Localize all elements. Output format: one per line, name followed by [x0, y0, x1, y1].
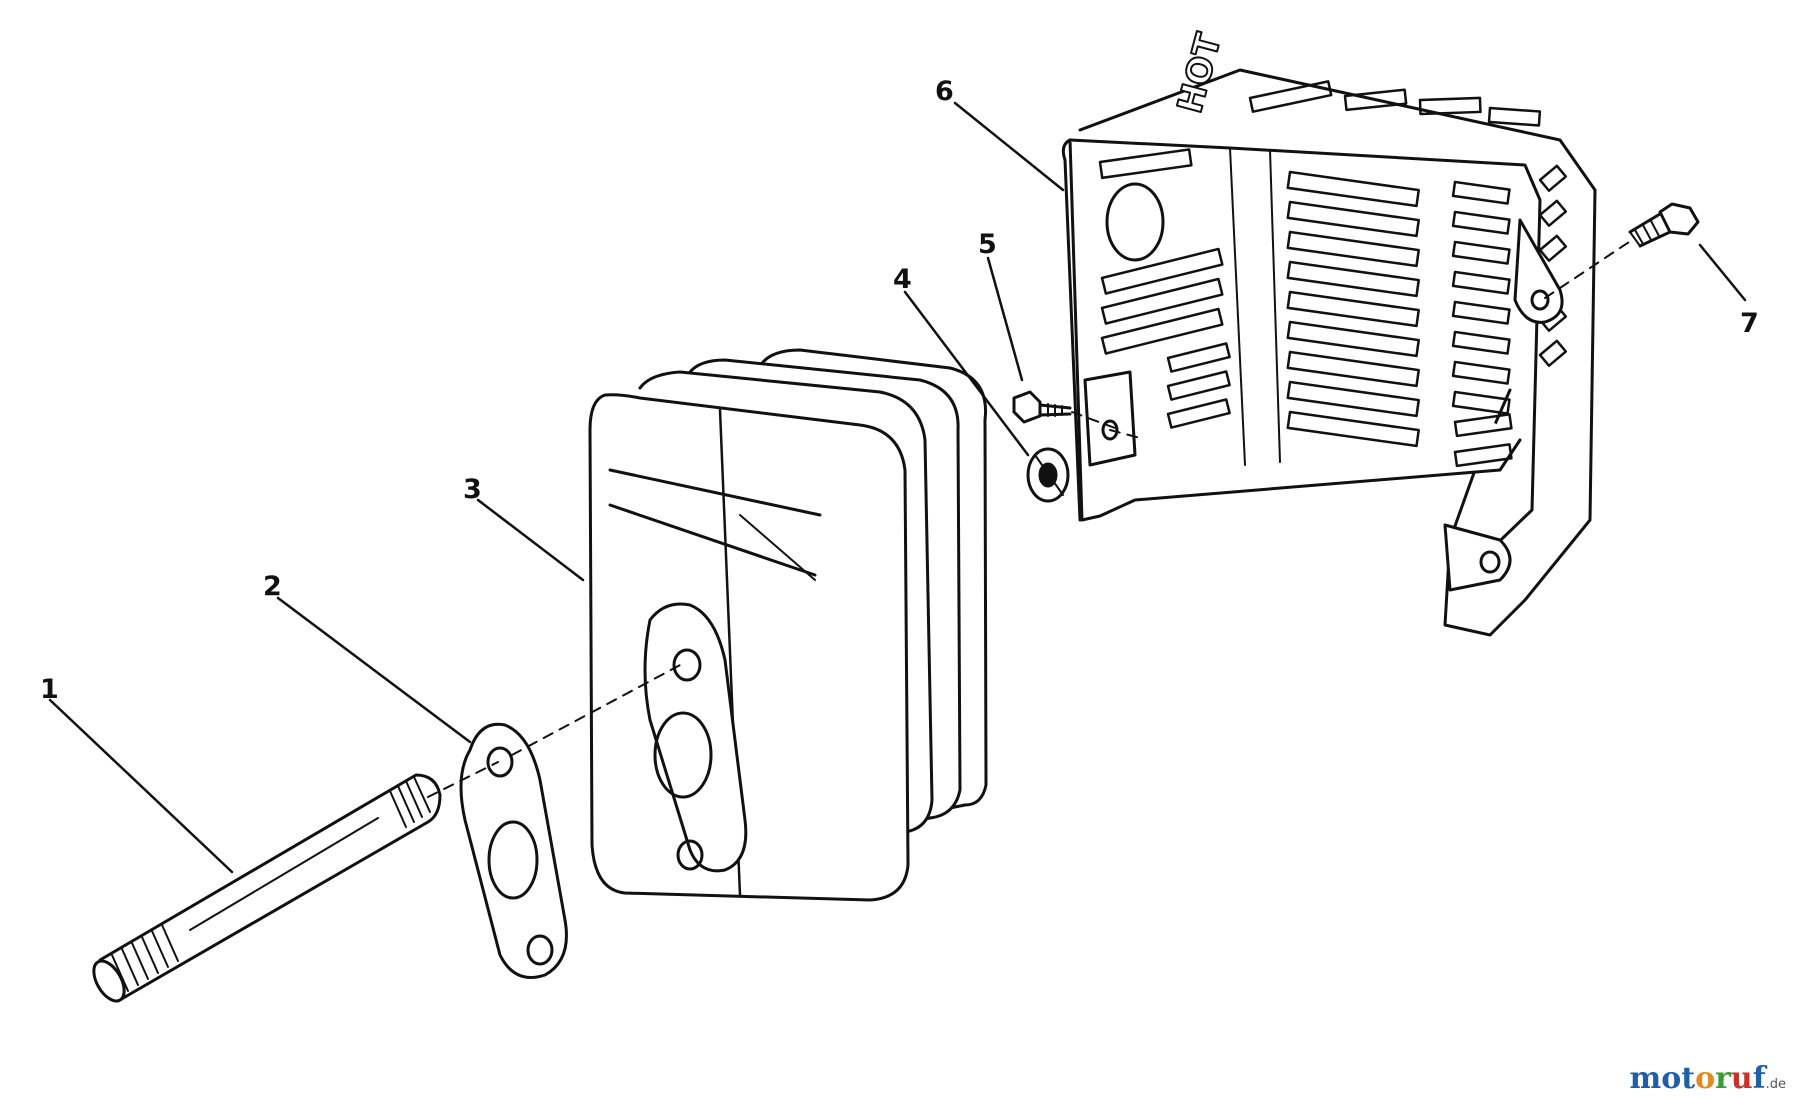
callout-5: 5	[978, 229, 997, 260]
callout-1: 1	[40, 674, 59, 705]
leader-lines	[48, 101, 1747, 874]
assembly-lines	[427, 239, 1633, 798]
callout-7: 7	[1740, 308, 1759, 339]
watermark-letter: o	[1695, 1061, 1716, 1096]
watermark-letter: t	[1681, 1061, 1696, 1096]
exhaust-pipe	[92, 773, 442, 1003]
watermark-logo: motoruf.de	[1629, 1061, 1786, 1096]
watermark-letter: r	[1715, 1061, 1731, 1096]
lock-washer	[1026, 447, 1070, 503]
bolt	[1628, 202, 1700, 248]
callout-2: 2	[263, 571, 282, 602]
gasket	[459, 722, 568, 979]
callout-4: 4	[893, 264, 912, 295]
watermark-letter: u	[1730, 1061, 1753, 1096]
callout-labels: 1 2 3 4 5 6 7	[40, 76, 1759, 705]
watermark-letter: f	[1752, 1061, 1766, 1096]
screw	[1012, 390, 1072, 424]
callout-3: 3	[463, 474, 482, 505]
watermark-letter: m	[1629, 1061, 1662, 1096]
watermark-letters: motoruf	[1629, 1061, 1765, 1096]
callout-6: 6	[935, 76, 954, 107]
watermark-suffix: .de	[1765, 1077, 1786, 1092]
muffler	[588, 348, 988, 902]
heat-guard: HOT	[1061, 27, 1597, 637]
watermark-letter: o	[1661, 1061, 1682, 1096]
